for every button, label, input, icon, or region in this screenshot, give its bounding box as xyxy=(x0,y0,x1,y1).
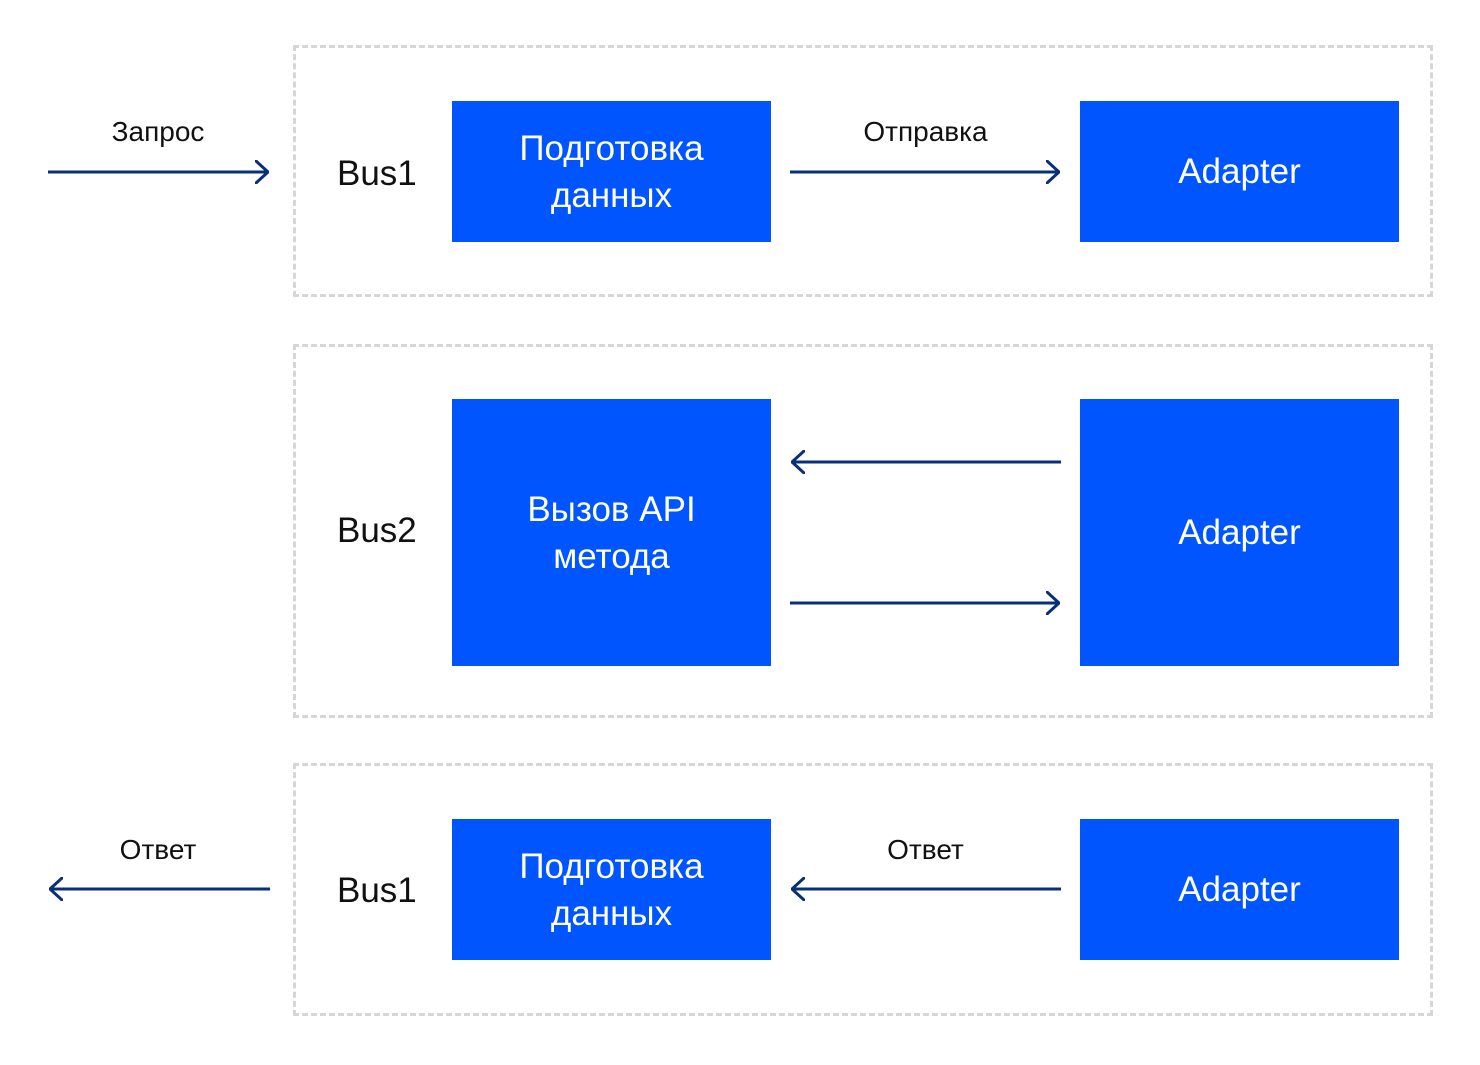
prepare-data-box: Подготовка данных xyxy=(452,101,771,242)
response-out-label: Ответ xyxy=(119,834,197,865)
box-label: Adapter xyxy=(1178,870,1301,909)
box-label-line: Подготовка xyxy=(519,846,704,886)
bus-label: Bus1 xyxy=(337,154,417,193)
group-frame-bus1-response xyxy=(293,763,1433,1016)
box-label-line: метода xyxy=(553,536,670,576)
adapter-box: Adapter xyxy=(1080,399,1399,666)
box-label: Adapter xyxy=(1178,513,1301,552)
box-label: Adapter xyxy=(1178,152,1301,191)
box-label-line: данных xyxy=(550,175,673,215)
adapter-response-label: Ответ xyxy=(887,834,964,865)
api-call-box: Вызов API метода xyxy=(452,399,771,666)
box-label-line: Вызов API xyxy=(527,489,696,529)
bus-label: Bus2 xyxy=(337,511,417,550)
bus-label: Bus1 xyxy=(337,871,417,910)
adapter-box: Adapter xyxy=(1080,819,1399,960)
send-label: Отправка xyxy=(863,116,988,147)
prepare-data-box: Подготовка данных xyxy=(452,819,771,960)
group-frame-bus2 xyxy=(293,344,1433,718)
group-frame-bus1-request xyxy=(293,45,1433,297)
request-label: Запрос xyxy=(111,116,205,147)
box-label-line: данных xyxy=(550,893,673,933)
box-label-line: Подготовка xyxy=(519,128,704,168)
adapter-box: Adapter xyxy=(1080,101,1399,242)
